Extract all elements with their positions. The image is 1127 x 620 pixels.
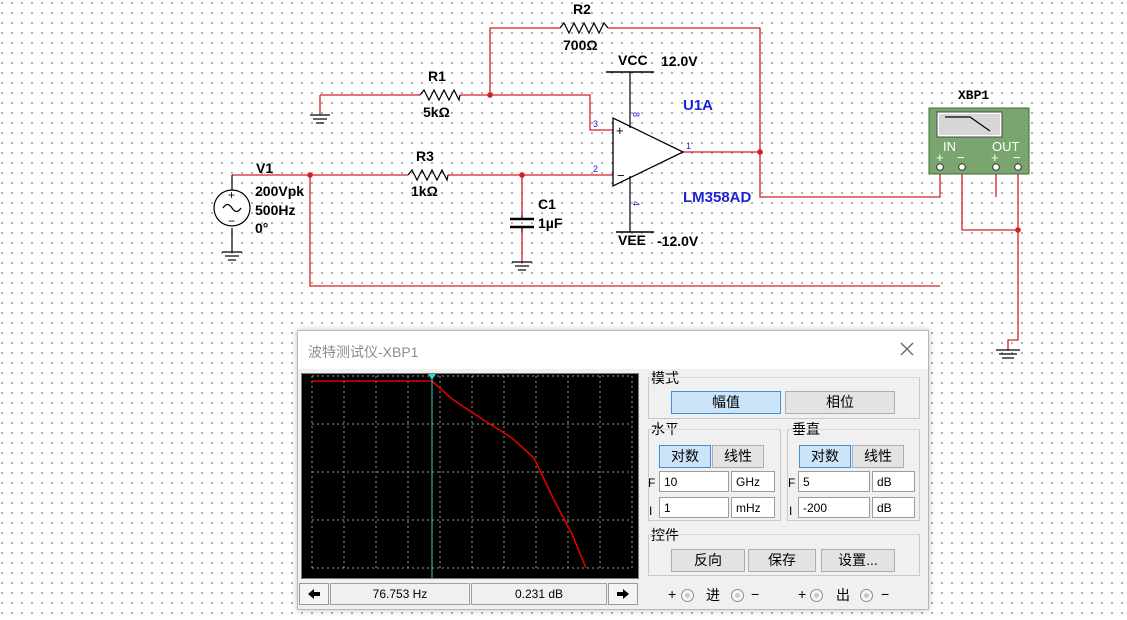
- window-titlebar[interactable]: 波特测试仪-XBP1: [298, 331, 928, 369]
- bode-plotter-instrument[interactable]: XBP1 IN OUT + − + −: [928, 88, 1030, 175]
- vee-value: -12.0V: [657, 233, 699, 249]
- arrow-left-icon: [308, 589, 320, 599]
- pin-3-label: 3: [593, 119, 598, 129]
- in-plus-terminal[interactable]: [681, 589, 694, 602]
- cursor-right-button[interactable]: [608, 583, 638, 605]
- horizontal-final-input[interactable]: 10: [659, 471, 729, 492]
- v1-amplitude: 200Vpk: [255, 183, 304, 199]
- resistor-symbols[interactable]: [407, 21, 609, 182]
- c1-value: 1µF: [538, 215, 563, 231]
- arrow-right-icon: [617, 589, 629, 599]
- mode-group: [648, 377, 920, 419]
- horizontal-initial-label: I: [649, 504, 653, 518]
- pin-8-label: 8: [631, 112, 641, 117]
- r3-name: R3: [416, 148, 434, 164]
- source-plus-sign: +: [228, 188, 235, 202]
- reverse-button[interactable]: 反向: [671, 549, 745, 572]
- out-minus-terminal[interactable]: [860, 589, 873, 602]
- settings-button[interactable]: 设置...: [821, 549, 895, 572]
- vertical-initial-input[interactable]: -200: [798, 497, 870, 518]
- vertical-linear-button[interactable]: 线性: [852, 445, 904, 468]
- xbp-out-label: OUT: [992, 139, 1020, 154]
- horizontal-group: [648, 429, 781, 521]
- horizontal-final-label: F: [648, 476, 656, 490]
- r2-name: R2: [573, 1, 591, 17]
- pin-2-label: 2: [593, 164, 598, 174]
- v1-name: V1: [256, 160, 273, 176]
- cursor-marker-icon[interactable]: [428, 374, 436, 380]
- v1-phase: 0°: [255, 220, 268, 236]
- r3-value: 1kΩ: [411, 183, 438, 199]
- in-plus-sign: +: [668, 586, 677, 602]
- magnitude-button[interactable]: 幅值: [671, 391, 781, 414]
- controls-label: 控件: [651, 527, 679, 543]
- wires: [232, 27, 1019, 350]
- cursor-left-button[interactable]: [299, 583, 329, 605]
- out-plus-sign: +: [798, 586, 807, 602]
- ac-source-symbol[interactable]: + −: [213, 175, 251, 228]
- vcc-name: VCC: [618, 52, 648, 68]
- vcc-value: 12.0V: [661, 53, 698, 69]
- plot-screen[interactable]: [301, 373, 639, 579]
- controls-group: [648, 534, 920, 576]
- opamp-name: U1A: [683, 97, 713, 114]
- capacitor-symbol[interactable]: [510, 217, 534, 229]
- xbp-in-label: IN: [943, 139, 956, 154]
- horizontal-initial-input[interactable]: 1: [659, 497, 729, 518]
- bode-plotter-window[interactable]: 波特测试仪-XBP1 76.753 Hz 0.231 dB 模式 幅值 相位 水…: [297, 330, 929, 610]
- v1-frequency: 500Hz: [255, 202, 295, 218]
- xbp-name: XBP1: [958, 88, 989, 103]
- xbp-out-plus: +: [991, 150, 999, 165]
- junction-dots: [307, 92, 1021, 233]
- plot-grid: [311, 375, 633, 569]
- out-minus-sign: −: [881, 586, 890, 602]
- xbp-in-plus: +: [936, 150, 944, 165]
- vertical-log-button[interactable]: 对数: [799, 445, 851, 468]
- vertical-initial-unit[interactable]: dB: [872, 497, 915, 518]
- c1-name: C1: [538, 196, 556, 212]
- r1-name: R1: [428, 68, 446, 84]
- r1-value: 5kΩ: [423, 104, 450, 120]
- vee-name: VEE: [618, 232, 646, 248]
- xbp-out-minus: −: [1013, 150, 1021, 165]
- vertical-group: [787, 429, 920, 521]
- gain-readout: 0.231 dB: [471, 583, 607, 605]
- horizontal-log-button[interactable]: 对数: [659, 445, 711, 468]
- pin-4-label: 4: [631, 201, 641, 206]
- out-plus-terminal[interactable]: [810, 589, 823, 602]
- horizontal-linear-button[interactable]: 线性: [712, 445, 764, 468]
- vertical-initial-label: I: [789, 504, 793, 518]
- out-label: 出: [836, 587, 850, 603]
- frequency-readout: 76.753 Hz: [330, 583, 470, 605]
- horizontal-initial-unit[interactable]: mHz: [731, 497, 775, 518]
- r2-value: 700Ω: [563, 37, 598, 53]
- save-button[interactable]: 保存: [748, 549, 816, 572]
- in-minus-sign: −: [751, 586, 760, 602]
- in-minus-terminal[interactable]: [731, 589, 744, 602]
- readout-bar: 76.753 Hz 0.231 dB: [299, 583, 638, 605]
- opamp-model: LM358AD: [683, 189, 752, 206]
- window-title: 波特测试仪-XBP1: [308, 344, 419, 360]
- vertical-final-unit[interactable]: dB: [872, 471, 915, 492]
- mode-label: 模式: [651, 370, 679, 386]
- source-minus-sign: −: [228, 214, 235, 228]
- in-label: 进: [706, 587, 720, 603]
- magnitude-trace: [312, 380, 587, 569]
- ground-symbols: [222, 114, 1020, 359]
- opamp-plus-sign: +: [616, 123, 624, 138]
- phase-button[interactable]: 相位: [785, 391, 895, 414]
- pin-1-label: 1: [686, 141, 691, 151]
- vertical-final-label: F: [788, 476, 796, 490]
- vertical-final-input[interactable]: 5: [798, 471, 870, 492]
- close-icon[interactable]: [898, 340, 916, 358]
- horizontal-final-unit[interactable]: GHz: [731, 471, 775, 492]
- xbp-in-minus: −: [957, 150, 965, 165]
- opamp-minus-sign: −: [617, 168, 625, 183]
- opamp-symbol[interactable]: + − 3 2 1 8 4: [593, 71, 691, 233]
